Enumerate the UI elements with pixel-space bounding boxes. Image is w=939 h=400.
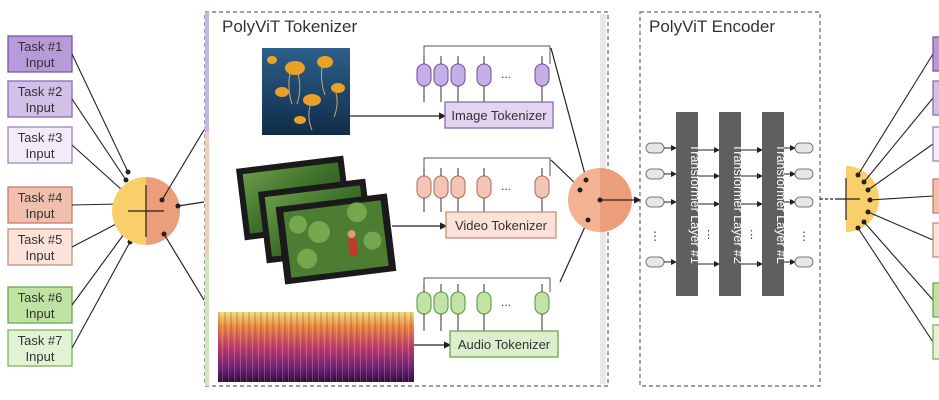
token-ellipsis: ... bbox=[501, 179, 511, 193]
token bbox=[476, 56, 492, 102]
task-input-line2: Input bbox=[26, 206, 55, 221]
token bbox=[450, 56, 466, 102]
token bbox=[534, 56, 550, 102]
task-head-box-5 bbox=[932, 222, 939, 258]
token bbox=[476, 168, 492, 212]
task-input-line2: Input bbox=[26, 248, 55, 263]
encoder-output-token bbox=[794, 168, 814, 180]
jellyfish-image bbox=[262, 48, 350, 135]
tokenizer-label: Video Tokenizer bbox=[455, 218, 548, 233]
task-head-box-1 bbox=[932, 36, 939, 72]
transformer-layer-2: Transformer Layer #2⋮ bbox=[719, 112, 763, 296]
task-input-line1: Task #3 bbox=[18, 130, 63, 145]
tokenizer-row-2: ... Video Tokenizer bbox=[416, 157, 557, 239]
task-input-line1: Task #7 bbox=[18, 333, 63, 348]
encoder-output-token bbox=[794, 196, 814, 208]
router-to-tokenizer-lines bbox=[159, 129, 205, 301]
task-head-box-2 bbox=[932, 80, 939, 116]
task-head-box-7 bbox=[932, 324, 939, 360]
transformer-layer-3: Transformer Layer #L bbox=[762, 112, 788, 296]
task-heads bbox=[932, 36, 939, 360]
task-input-line2: Input bbox=[26, 306, 55, 321]
token bbox=[433, 168, 449, 212]
token bbox=[416, 284, 432, 331]
task-input-line1: Task #6 bbox=[18, 290, 63, 305]
task-head-box-3 bbox=[932, 126, 939, 162]
transformer-layer-1: Transformer Layer #1⋮ bbox=[676, 112, 720, 296]
tokenizer-row-1: ... Image Tokenizer bbox=[416, 45, 554, 129]
encoder-input-token bbox=[645, 168, 665, 180]
encoder-vertical-ellipsis: ⋮ bbox=[649, 229, 661, 243]
layer-vertical-ellipsis: ⋮ bbox=[703, 229, 714, 241]
token bbox=[433, 284, 449, 331]
tokenizer-box: Audio Tokenizer bbox=[449, 330, 559, 358]
tokenizer-label: Image Tokenizer bbox=[451, 108, 547, 123]
tokenizer-title: PolyViT Tokenizer bbox=[222, 17, 357, 36]
task-input-line1: Task #2 bbox=[18, 84, 63, 99]
encoder-title: PolyViT Encoder bbox=[649, 17, 775, 36]
task-head-box-6 bbox=[932, 282, 939, 318]
tokenizer-rows: ... Image Tokenizer... Video Tokenizer... A… bbox=[416, 45, 559, 358]
layer-vertical-ellipsis: ⋮ bbox=[746, 229, 757, 241]
token bbox=[476, 284, 492, 331]
token bbox=[534, 168, 550, 212]
token bbox=[450, 168, 466, 212]
encoder-internals: ⋮Transformer Layer #1⋮Transformer Layer … bbox=[645, 112, 814, 296]
encoder-output-token bbox=[794, 256, 814, 268]
task-input-line2: Input bbox=[26, 55, 55, 70]
task-input-line2: Input bbox=[26, 349, 55, 364]
token bbox=[450, 284, 466, 331]
token bbox=[534, 284, 550, 331]
task-head-box-4 bbox=[932, 178, 939, 214]
tokenizer-box: Image Tokenizer bbox=[444, 101, 554, 129]
transformer-layer-label: Transformer Layer #1 bbox=[688, 144, 702, 264]
tokenizer-router bbox=[568, 168, 642, 232]
task-input-line2: Input bbox=[26, 100, 55, 115]
media-to-tokenizer-arrows bbox=[350, 112, 452, 349]
token bbox=[416, 168, 432, 212]
tokenizer-row-3: ... Audio Tokenizer bbox=[416, 277, 559, 358]
output-router bbox=[838, 166, 879, 232]
token-ellipsis: ... bbox=[501, 67, 511, 81]
router-to-task-heads-lines bbox=[855, 53, 934, 343]
task-input-line1: Task #1 bbox=[18, 39, 63, 54]
tokenizer-label: Audio Tokenizer bbox=[458, 337, 551, 352]
video-frames-image bbox=[236, 155, 397, 285]
encoder-vertical-ellipsis: ⋮ bbox=[798, 229, 810, 243]
task-input-line1: Task #4 bbox=[18, 190, 63, 205]
transformer-layer-label: Transformer Layer #2 bbox=[731, 144, 745, 264]
input-router bbox=[112, 177, 180, 245]
encoder-input-token bbox=[645, 142, 665, 154]
encoder-input-token bbox=[645, 196, 665, 208]
task-input-line1: Task #5 bbox=[18, 232, 63, 247]
encoder-output-token bbox=[794, 142, 814, 154]
spectrogram-image bbox=[218, 312, 414, 382]
token bbox=[416, 56, 432, 102]
task-input-line2: Input bbox=[26, 146, 55, 161]
token-ellipsis: ... bbox=[501, 295, 511, 309]
token bbox=[433, 56, 449, 102]
tokenizer-box: Video Tokenizer bbox=[445, 211, 557, 239]
tokens-to-router-lines bbox=[550, 47, 589, 283]
encoder-input-token bbox=[645, 256, 665, 268]
transformer-layer-label: Transformer Layer #L bbox=[774, 144, 788, 264]
